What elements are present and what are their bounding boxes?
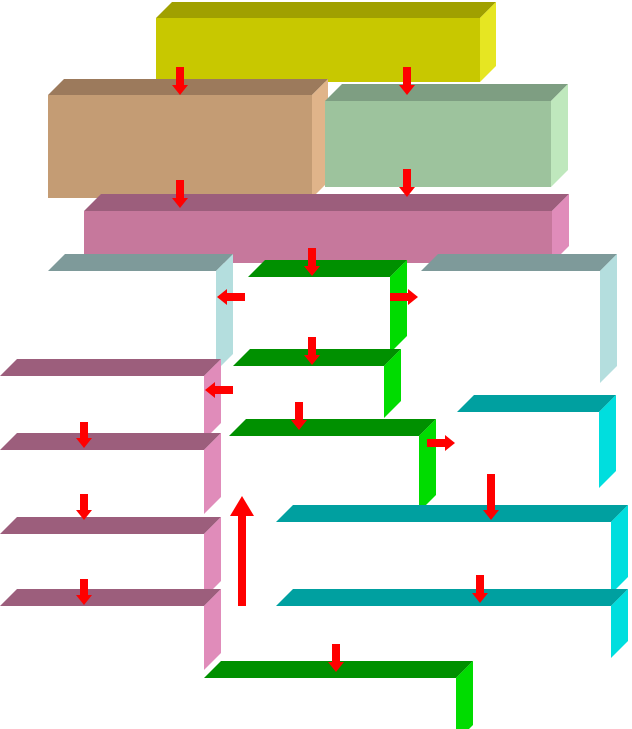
left-mauve-box-2: [0, 433, 221, 514]
arrow-green-3-to-teal-1: [427, 435, 455, 451]
arrow-up-to-green-3: [230, 496, 254, 606]
arrow-green-1-to-left: [217, 289, 245, 305]
right-teal-box-3: [276, 589, 628, 658]
arrow-yellow-to-sage: [399, 67, 415, 95]
left-tan-box-top-face: [48, 79, 328, 95]
arrow-mauve-1-to-2: [76, 422, 92, 448]
left-graytea-box-side-face: [216, 254, 233, 371]
arrow-green-1-to-right: [390, 289, 418, 305]
left-mauve-box-3-front-face: [0, 534, 204, 598]
bottom-green-box-top-face: [204, 661, 473, 678]
left-mauve-box-4-top-face: [0, 589, 221, 606]
top-yellow-box-top-face: [156, 2, 496, 18]
right-graytea-box-side-face: [600, 254, 617, 383]
right-teal-box-1: [457, 395, 616, 488]
left-mauve-box-1-front-face: [0, 376, 204, 440]
left-graytea-box-front-face: [48, 271, 216, 371]
center-green-box-3: [229, 419, 436, 512]
right-teal-box-2: [276, 505, 628, 594]
right-sage-box-front-face: [325, 101, 551, 187]
bottom-green-box-side-face: [456, 661, 473, 729]
arrow-pink-to-green-1: [304, 248, 320, 276]
left-mauve-box-1-top-face: [0, 359, 221, 376]
arrow-yellow-to-tan: [172, 67, 188, 95]
arrow-green-2-to-mauve-1: [205, 382, 233, 398]
arrow-mauve-2-to-3: [76, 494, 92, 520]
right-graytea-box-front-face: [421, 271, 600, 383]
right-teal-box-2-side-face: [611, 505, 628, 594]
right-teal-box-1-side-face: [599, 395, 616, 488]
left-mauve-box-4-side-face: [204, 589, 221, 670]
left-tan-box: [48, 79, 328, 198]
left-mauve-box-2-side-face: [204, 433, 221, 514]
center-green-box-2-side-face: [384, 349, 401, 418]
arrow-tan-to-pink: [172, 180, 188, 208]
wide-pink-box-top-face: [84, 194, 569, 211]
top-yellow-box: [156, 2, 496, 82]
arrow-green-1-to-green-2: [304, 337, 320, 365]
arrow-to-green-3: [291, 402, 307, 430]
right-teal-box-3-front-face: [276, 606, 611, 658]
right-teal-box-1-front-face: [457, 412, 599, 488]
arrow-sage-to-pink: [399, 169, 415, 197]
center-green-box-1-side-face: [390, 260, 407, 353]
right-sage-box-side-face: [551, 84, 568, 187]
left-mauve-box-1: [0, 359, 221, 440]
right-teal-box-3-side-face: [611, 589, 628, 658]
right-teal-box-2-front-face: [276, 522, 611, 594]
top-yellow-box-side-face: [480, 2, 496, 82]
center-green-box-2-front-face: [233, 366, 384, 418]
left-mauve-box-3: [0, 517, 221, 598]
left-graytea-box: [48, 254, 233, 371]
right-teal-box-1-top-face: [457, 395, 616, 412]
right-sage-box: [325, 84, 568, 187]
arrow-to-bottom-green: [328, 644, 344, 672]
right-graytea-box: [421, 254, 617, 383]
wide-pink-box-side-face: [552, 194, 569, 263]
bottom-green-box-front-face: [204, 678, 456, 729]
left-mauve-box-2-front-face: [0, 450, 204, 514]
center-green-box-3-top-face: [229, 419, 436, 436]
arrow-teal-1-to-teal-2: [483, 474, 499, 520]
center-green-box-3-front-face: [229, 436, 419, 512]
arrow-mauve-3-to-4: [76, 579, 92, 605]
left-mauve-box-4: [0, 589, 221, 670]
bottom-green-box: [204, 661, 473, 729]
center-green-box-1-front-face: [248, 277, 390, 353]
left-tan-box-side-face: [312, 79, 328, 198]
arrow-teal-2-to-teal-3: [472, 575, 488, 603]
left-mauve-box-3-side-face: [204, 517, 221, 598]
right-sage-box-top-face: [325, 84, 568, 101]
center-green-box-2: [233, 349, 401, 418]
center-green-box-1-top-face: [248, 260, 407, 277]
left-graytea-box-top-face: [48, 254, 233, 271]
center-green-box-1: [248, 260, 407, 353]
left-mauve-box-3-top-face: [0, 517, 221, 534]
left-mauve-box-4-front-face: [0, 606, 204, 670]
right-teal-box-2-top-face: [276, 505, 628, 522]
left-mauve-box-2-top-face: [0, 433, 221, 450]
wide-pink-box: [84, 194, 569, 263]
right-teal-box-3-top-face: [276, 589, 628, 606]
right-graytea-box-top-face: [421, 254, 617, 271]
left-mauve-box-1-side-face: [204, 359, 221, 440]
top-yellow-box-front-face: [156, 18, 480, 82]
